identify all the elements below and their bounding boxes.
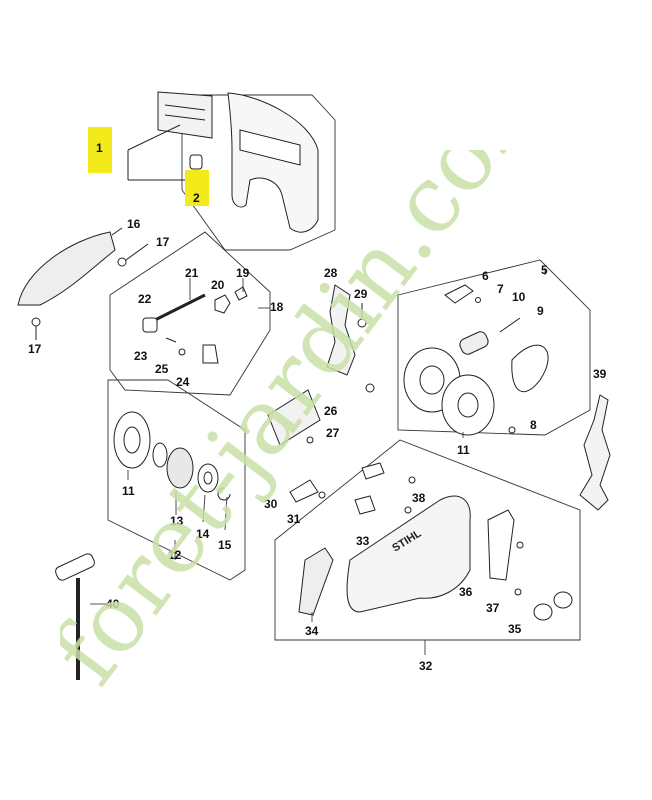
callout-15: 15 (218, 538, 232, 552)
group-box-32 (274, 439, 581, 641)
part-16-shape (17, 231, 116, 306)
part-30-shape (289, 479, 319, 503)
callout-25: 25 (155, 362, 169, 376)
part-32-details (298, 462, 573, 621)
callout-34: 34 (305, 624, 319, 638)
callout-5: 5 (541, 263, 548, 277)
handle-part (157, 91, 319, 233)
callout-7: 7 (497, 282, 504, 296)
group-box-18 (109, 231, 271, 396)
callout-18: 18 (270, 300, 284, 314)
callout-23: 23 (134, 349, 148, 363)
part-12-details (113, 411, 231, 501)
callout-14: 14 (196, 527, 210, 541)
callout-11-left: 11 (122, 484, 135, 498)
part-18-details (142, 286, 248, 364)
highlight-callout-1 (88, 127, 112, 173)
part-39-shape (579, 394, 611, 511)
callout-33: 33 (356, 534, 370, 548)
part-26-shape (267, 389, 321, 446)
callout-36: 36 (459, 585, 473, 599)
callout-17-bottom: 17 (28, 342, 42, 356)
callout-32: 32 (419, 659, 433, 673)
group-box-5 (397, 259, 591, 436)
callout-9: 9 (537, 304, 544, 318)
callout-39: 39 (593, 367, 607, 381)
callout-20: 20 (211, 278, 225, 292)
callout-28: 28 (324, 266, 338, 280)
callout-16: 16 (127, 217, 141, 231)
callout-10: 10 (512, 290, 526, 304)
callout-8: 8 (530, 418, 537, 432)
callout-24: 24 (176, 375, 190, 389)
callout-6: 6 (482, 269, 489, 283)
callout-21: 21 (185, 266, 199, 280)
callout-26: 26 (324, 404, 338, 418)
part-5-details (403, 284, 549, 436)
callout-29: 29 (354, 287, 368, 301)
part-28-shape (326, 284, 356, 376)
callout-38: 38 (412, 491, 426, 505)
callout-30: 30 (264, 497, 278, 511)
callout-31: 31 (287, 512, 301, 526)
callout-22: 22 (138, 292, 152, 306)
callout-27: 27 (326, 426, 340, 440)
callout-35: 35 (508, 622, 522, 636)
callout-19: 19 (236, 266, 250, 280)
callout-40: 40 (106, 597, 120, 611)
callout-37: 37 (486, 601, 500, 615)
part-40-wrench (55, 553, 95, 680)
callout-13: 13 (170, 514, 184, 528)
group-box-12 (107, 379, 246, 581)
callout-2: 2 (193, 191, 200, 205)
callout-1: 1 (96, 141, 103, 155)
callout-11-right: 11 (457, 443, 470, 457)
callout-12: 12 (168, 548, 182, 562)
callout-17-top: 17 (156, 235, 170, 249)
highlight-callout-2 (185, 170, 209, 206)
